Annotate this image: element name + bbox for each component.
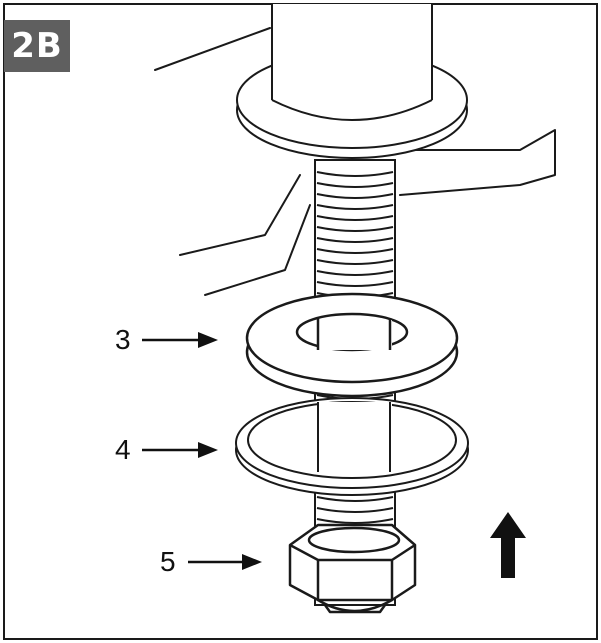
thread-line (316, 507, 394, 513)
callout-label-4: 4 (115, 434, 131, 465)
thread-line (316, 518, 394, 524)
thread-line (316, 215, 394, 221)
flat-washer (245, 292, 459, 398)
top-flange (236, 4, 468, 159)
callout-arrow-4 (142, 442, 218, 458)
callout-label-3: 3 (115, 324, 131, 355)
up-arrow-icon (490, 512, 526, 578)
thread-line (316, 259, 394, 265)
rubber-washer (235, 397, 469, 496)
thread-line (316, 281, 394, 287)
thread-line (316, 182, 394, 188)
thread-line (316, 226, 394, 232)
sink-bracket (399, 129, 556, 196)
thread-line (316, 171, 394, 177)
thread-line (316, 248, 394, 254)
hex-nut (288, 523, 417, 614)
hand-outline (179, 174, 311, 296)
thread-line (316, 237, 394, 243)
thread-line (316, 270, 394, 276)
sink-outline-line (154, 27, 271, 71)
callout-arrow-5 (188, 554, 262, 570)
callout-arrow-3 (142, 332, 218, 348)
step-badge: 2B (4, 20, 70, 72)
thread-line (316, 193, 394, 199)
thread-line (316, 496, 394, 502)
thread-line (316, 204, 394, 210)
callout-label-5: 5 (160, 546, 176, 577)
